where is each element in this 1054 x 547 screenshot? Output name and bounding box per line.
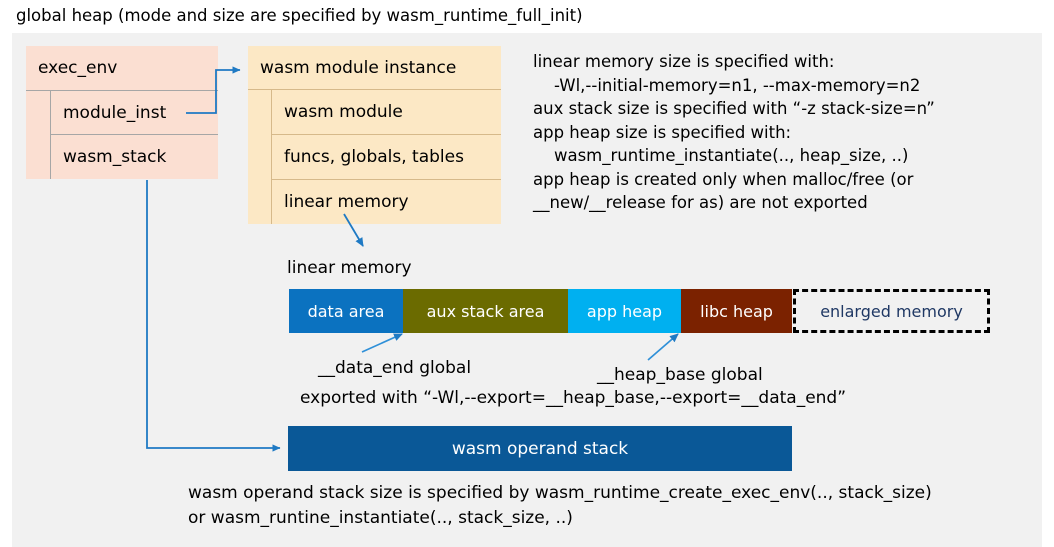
exec-env-field-module-inst: module_inst xyxy=(51,91,218,135)
page-title: global heap (mode and size are specified… xyxy=(16,6,583,25)
exec-env-field-wasm-stack: wasm_stack xyxy=(51,135,218,179)
wasm-operand-stack-bar: wasm operand stack xyxy=(288,426,792,471)
exec-env-gutter xyxy=(26,91,51,179)
module-instance-field-wasm-module: wasm module xyxy=(272,90,501,135)
module-instance-field-funcs-globals-tables: funcs, globals, tables xyxy=(272,135,501,180)
annotation-exported-with: exported with “-Wl,--export=__heap_base,… xyxy=(300,388,847,408)
module-instance-header: wasm module instance xyxy=(248,46,501,90)
linear-memory-bar-label: linear memory xyxy=(287,258,412,278)
memory-segment-aux-stack-area: aux stack area xyxy=(403,289,568,333)
linear-memory-notes: linear memory size is specified with: -W… xyxy=(533,52,935,212)
memory-segment-enlarged-memory: enlarged memory xyxy=(793,289,990,333)
exec-env-header: exec_env xyxy=(26,46,218,91)
memory-segment-app-heap: app heap xyxy=(568,289,681,333)
operand-stack-note: wasm operand stack size is specified by … xyxy=(188,483,932,528)
memory-segment-data-area: data area xyxy=(289,289,403,333)
annotation-heap-base: __heap_base global xyxy=(597,365,763,385)
module-instance-field-linear-memory: linear memory xyxy=(272,180,501,224)
annotation-data-end: __data_end global xyxy=(318,358,472,378)
memory-segment-libc-heap: libc heap xyxy=(681,289,792,333)
module-instance-gutter xyxy=(248,90,272,224)
